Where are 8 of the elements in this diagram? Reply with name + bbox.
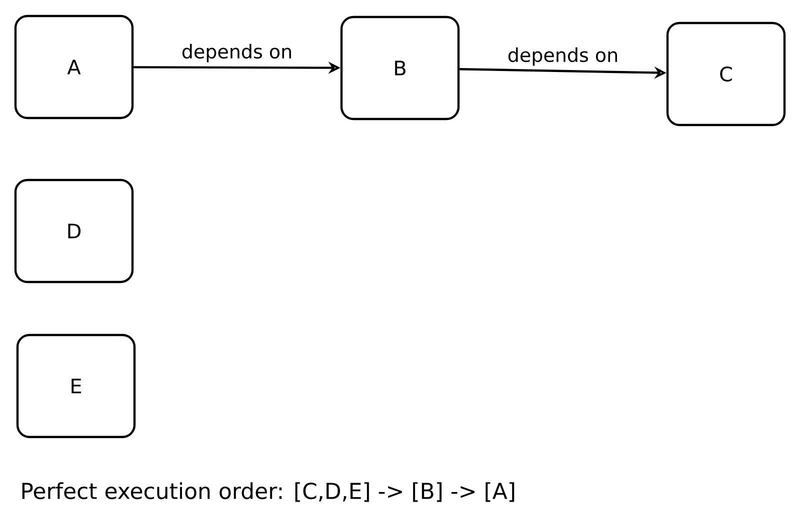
note-text: Perfect execution order: [C,D,E] -> [B] -> [A] [22,482,514,502]
process-box: A [14,14,134,120]
process-box: E [16,334,136,438]
process-box: C [666,22,786,126]
edge-label: depends on [182,44,291,62]
edge-label: depends on [508,47,617,66]
process-box: D [14,178,134,284]
process-box: B [340,16,460,120]
